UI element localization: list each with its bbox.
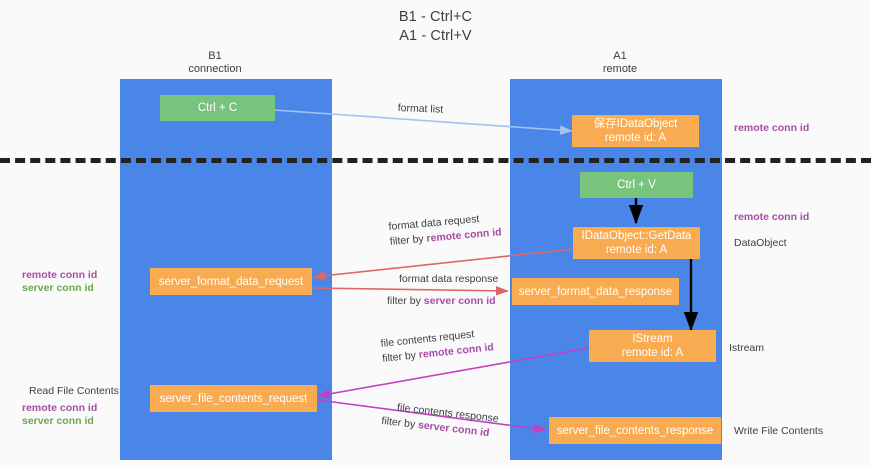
side-label-left-remote-conn-id-bottom: remote conn id (22, 402, 98, 414)
side-label-remote-conn-id-mid: remote conn id (734, 211, 810, 223)
side-label-read-file-contents: Read File Contents (29, 385, 119, 397)
side-label-left-remote-conn-id-mid: remote conn id (22, 269, 98, 281)
side-label-remote-conn-id-top: remote conn id (734, 122, 810, 134)
side-label-dataobject: DataObject (734, 237, 787, 249)
node-server-file-contents-response-label: server_file_contents_response (556, 424, 714, 437)
node-istream-line1: IStream (632, 333, 673, 345)
phase-divider (0, 158, 871, 163)
page-title: B1 - Ctrl+C A1 - Ctrl+V (0, 8, 871, 46)
edge-label-file-contents-request: file contents request filter by remote c… (380, 325, 495, 367)
edge-label-fdresp-filter-key: server conn id (423, 295, 496, 307)
edge-label-format-data-request: format data request filter by remote con… (388, 210, 502, 250)
side-label-left-server-conn-id-mid: server conn id (22, 282, 94, 294)
title-line-2: A1 - Ctrl+V (399, 28, 472, 44)
node-server-format-data-request[interactable]: server_format_data_request (150, 268, 312, 295)
edge-label-file-contents-response: file contents response filter by server … (381, 399, 500, 442)
node-ctrl-v-label: Ctrl + V (617, 179, 656, 191)
node-idataobject-getdata[interactable]: IDataObject::GetData remote id: A (573, 227, 700, 259)
column-header-a1: A1 remote (555, 50, 685, 76)
node-istream[interactable]: IStream remote id: A (589, 330, 716, 362)
node-server-file-contents-request[interactable]: server_file_contents_request (150, 385, 317, 412)
column-header-b1-subtitle: connection (188, 63, 242, 75)
side-label-write-file-contents: Write File Contents (734, 425, 824, 437)
node-istream-line2: remote id: A (621, 347, 684, 359)
node-server-format-data-response[interactable]: server_format_data_response (512, 278, 679, 305)
edge-label-fcresp-filter-prefix: filter by (380, 414, 419, 431)
title-line-1: B1 - Ctrl+C (398, 9, 473, 25)
column-header-a1-title: A1 (613, 50, 627, 62)
node-save-idataobject-line1: 保存IDataObject (593, 118, 678, 130)
node-save-idataobject[interactable]: 保存IDataObject remote id: A (572, 115, 699, 147)
edge-label-format-list: format list (397, 101, 444, 118)
edge-label-fdresp-filter-prefix: filter by (387, 295, 424, 307)
node-ctrl-c-label: Ctrl + C (197, 102, 238, 114)
node-save-idataobject-line2: remote id: A (604, 132, 667, 144)
node-ctrl-v[interactable]: Ctrl + V (580, 172, 693, 198)
column-header-b1-title: B1 (208, 50, 222, 62)
side-label-left-server-conn-id-bottom: server conn id (22, 415, 94, 427)
edge-label-format-data-response: format data response filter by server co… (387, 272, 498, 309)
node-idataobject-getdata-line2: remote id: A (605, 244, 668, 256)
node-server-file-contents-response[interactable]: server_file_contents_response (549, 417, 721, 444)
side-label-istream: Istream (729, 342, 765, 354)
edge-label-format-list-text: format list (397, 101, 444, 116)
edge-label-format-data-response-line1: format data response (399, 273, 499, 285)
column-header-b1: B1 connection (150, 50, 280, 76)
edge-label-fcreq-filter-prefix: filter by (381, 349, 420, 365)
node-server-format-data-response-label: server_format_data_response (518, 285, 673, 298)
node-server-format-data-request-label: server_format_data_request (158, 275, 304, 288)
edge-label-format-data-response-line2: filter by server conn id (387, 287, 498, 309)
column-header-a1-subtitle: remote (602, 63, 638, 75)
node-ctrl-c[interactable]: Ctrl + C (160, 95, 275, 121)
edge-label-fdreq-filter-prefix: filter by (389, 232, 428, 248)
node-server-file-contents-request-label: server_file_contents_request (159, 392, 308, 405)
node-idataobject-getdata-line1: IDataObject::GetData (581, 230, 692, 242)
